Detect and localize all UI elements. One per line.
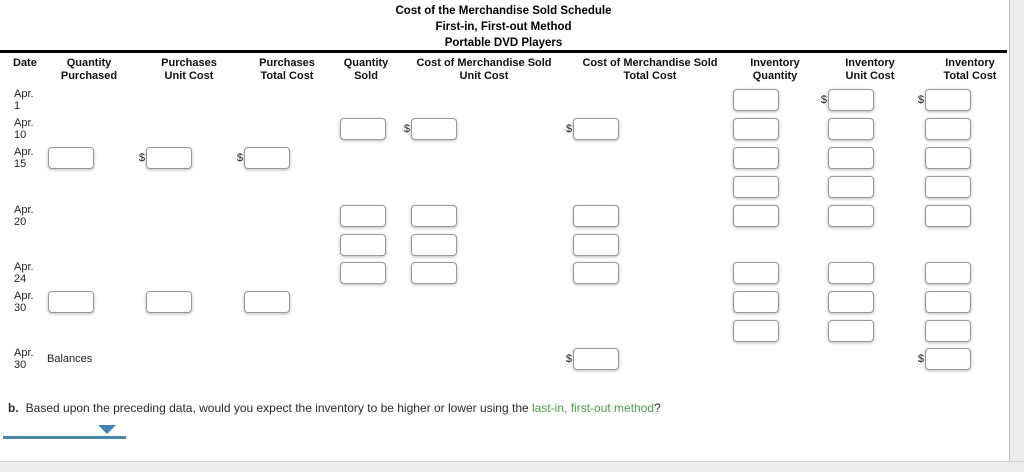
input-inv-total-row3[interactable] (925, 147, 971, 169)
input-inv-unit-row2[interactable] (828, 118, 874, 140)
column-header-date: Date (13, 57, 37, 69)
dollar-sign: $ (403, 123, 410, 135)
input-qty-sold-row6[interactable] (340, 234, 386, 256)
input-inv-unit-row9[interactable] (828, 320, 874, 342)
input-inv-unit-row7[interactable] (828, 262, 874, 284)
input-qty-sold-row7[interactable] (340, 262, 386, 284)
dropdown-underline[interactable] (3, 436, 126, 439)
input-inv-qty-row8[interactable] (733, 291, 779, 313)
input-purch-total-row3[interactable] (244, 147, 290, 169)
row-date-label: Apr.20 (14, 204, 34, 228)
dollar-sign: $ (917, 94, 924, 106)
input-cms-unit-row7[interactable] (411, 262, 457, 284)
balances-label: Balances (47, 353, 93, 365)
input-cms-total-row2[interactable] (573, 118, 619, 140)
dollar-sign: $ (820, 94, 827, 106)
method-subtitle: First-in, First-out Method (435, 21, 572, 33)
dollar-sign: $ (138, 152, 145, 164)
input-inv-qty-row3[interactable] (733, 147, 779, 169)
question-glossary-link[interactable]: last-in, first-out method (532, 401, 655, 415)
input-inv-unit-row4[interactable] (828, 176, 874, 198)
dollar-sign: $ (917, 353, 924, 365)
input-qty-sold-row2[interactable] (340, 118, 386, 140)
input-purch-unit-row3[interactable] (146, 147, 192, 169)
page-title: Cost of the Merchandise Sold Schedule (395, 5, 612, 17)
input-qty-sold-row5[interactable] (340, 205, 386, 227)
schedule-title-block: Cost of the Merchandise Sold Schedule Fi… (0, 3, 1007, 51)
input-inv-total-row10[interactable] (925, 348, 971, 370)
row-date-label: Apr.30 (14, 347, 34, 371)
chevron-down-icon[interactable] (98, 425, 116, 434)
input-inv-qty-row9[interactable] (733, 320, 779, 342)
scrollbar-track[interactable] (1009, 0, 1024, 461)
input-cms-unit-row2[interactable] (411, 118, 457, 140)
input-inv-total-row1[interactable] (925, 89, 971, 111)
input-inv-total-row9[interactable] (925, 320, 971, 342)
input-cms-unit-row5[interactable] (411, 205, 457, 227)
input-inv-total-row5[interactable] (925, 205, 971, 227)
input-cms-total-row5[interactable] (573, 205, 619, 227)
table-top-rule (0, 50, 1007, 53)
row-date-label: Apr.1 (14, 88, 34, 112)
input-inv-unit-row3[interactable] (828, 147, 874, 169)
input-inv-total-row8[interactable] (925, 291, 971, 313)
dollar-sign: $ (565, 353, 572, 365)
input-cms-total-row7[interactable] (573, 262, 619, 284)
input-inv-qty-row2[interactable] (733, 118, 779, 140)
product-subtitle: Portable DVD Players (444, 37, 563, 49)
bottom-bar (0, 461, 1024, 472)
input-inv-total-row7[interactable] (925, 262, 971, 284)
question-punctuation: ? (654, 401, 661, 415)
row-date-label: Apr.24 (14, 261, 34, 285)
input-inv-qty-row5[interactable] (733, 205, 779, 227)
input-inv-unit-row1[interactable] (828, 89, 874, 111)
input-inv-unit-row5[interactable] (828, 205, 874, 227)
input-inv-qty-row7[interactable] (733, 262, 779, 284)
question-b: b. Based upon the preceding data, would y… (8, 401, 661, 415)
dollar-sign: $ (565, 123, 572, 135)
row-date-label: Apr.30 (14, 290, 34, 314)
input-qty-purchased-row3[interactable] (48, 147, 94, 169)
input-cms-total-row6[interactable] (573, 234, 619, 256)
input-purch-total-row8[interactable] (244, 291, 290, 313)
input-cms-unit-row6[interactable] (411, 234, 457, 256)
input-inv-qty-row1[interactable] (733, 89, 779, 111)
input-cms-total-row10[interactable] (573, 348, 619, 370)
question-label: b. (8, 401, 19, 415)
row-date-label: Apr.15 (14, 146, 34, 170)
input-inv-unit-row8[interactable] (828, 291, 874, 313)
dollar-sign: $ (236, 152, 243, 164)
question-text: Based upon the preceding data, would you… (25, 401, 533, 415)
input-inv-qty-row4[interactable] (733, 176, 779, 198)
input-inv-total-row2[interactable] (925, 118, 971, 140)
input-purch-unit-row8[interactable] (146, 291, 192, 313)
input-qty-purchased-row8[interactable] (48, 291, 94, 313)
row-date-label: Apr.10 (14, 117, 34, 141)
input-inv-total-row4[interactable] (925, 176, 971, 198)
